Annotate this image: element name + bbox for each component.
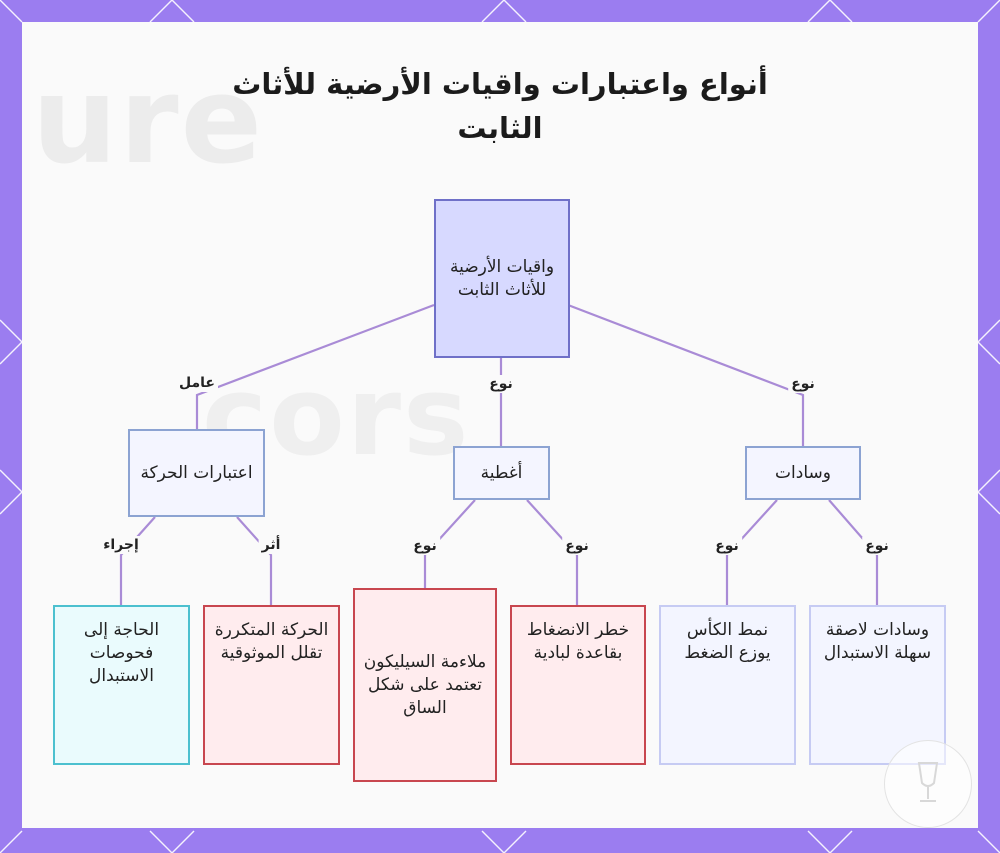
node-adhesive-pads-label: وسادات لاصقة سهلة الاستبدال	[823, 620, 932, 663]
edge-root-pads	[567, 303, 805, 446]
node-need-checks: الحاجة إلى فحوصات الاستبدال	[53, 605, 190, 765]
edge-covers-silicone	[423, 499, 476, 588]
node-compression-risk: خطر الانضغاط بقاعدة لبادية	[510, 605, 646, 765]
node-adhesive-pads: وسادات لاصقة سهلة الاستبدال	[809, 605, 946, 765]
edge-label-pads-adhesive: نوع	[862, 537, 892, 555]
edge-label-movement-motion: أثر	[258, 536, 284, 554]
goblet-icon	[917, 762, 939, 802]
edge-label-covers-silicone: نوع	[410, 537, 440, 555]
edge-root-movement	[195, 303, 435, 429]
node-cup-style: نمط الكأس يوزع الضغط	[659, 605, 796, 765]
node-silicone-fit-label: ملاءمة السيليكون تعتمد على شكل الساق	[363, 651, 487, 718]
edge-label-covers-compression: نوع	[562, 537, 592, 555]
edge-pads-adhesive	[828, 499, 879, 605]
node-root: واقيات الأرضية للأثاث الثابت	[434, 199, 570, 358]
node-silicone-fit: ملاءمة السيليكون تعتمد على شكل الساق	[353, 588, 497, 782]
node-repeated-motion-label: الحركة المتكررة تقلل الموثوقية	[214, 620, 329, 663]
node-cup-style-label: نمط الكأس يوزع الضغط	[684, 620, 771, 663]
edge-movement-checks	[119, 516, 156, 605]
node-root-label: واقيات الأرضية للأثاث الثابت	[449, 256, 555, 300]
edge-label-movement-checks: إجراء	[100, 536, 142, 554]
edge-covers-compression	[526, 499, 579, 605]
edge-label-root-pads: نوع	[788, 375, 818, 393]
edge-label-root-covers: نوع	[486, 375, 516, 393]
node-movement: اعتبارات الحركة	[128, 429, 265, 517]
node-need-checks-label: الحاجة إلى فحوصات الاستبدال	[83, 620, 160, 686]
corner-badge-icon	[884, 740, 972, 828]
node-covers-label: أغطية	[480, 462, 523, 483]
edge-pads-cup	[725, 499, 778, 605]
node-movement-label: اعتبارات الحركة	[140, 462, 253, 483]
node-pads: وسادات	[745, 446, 861, 500]
node-repeated-motion: الحركة المتكررة تقلل الموثوقية	[203, 605, 340, 765]
node-compression-risk-label: خطر الانضغاط بقاعدة لبادية	[526, 620, 630, 663]
edge-label-root-movement: عامل	[176, 374, 218, 392]
edge-movement-motion	[236, 516, 273, 605]
background-watermark: ure	[32, 52, 264, 191]
node-covers: أغطية	[453, 446, 550, 500]
edge-label-pads-cup: نوع	[712, 537, 742, 555]
node-pads-label: وسادات	[775, 462, 831, 483]
diagram-title: أنواع واعتبارات واقيات الأرضية للأثاث ال…	[232, 67, 768, 145]
